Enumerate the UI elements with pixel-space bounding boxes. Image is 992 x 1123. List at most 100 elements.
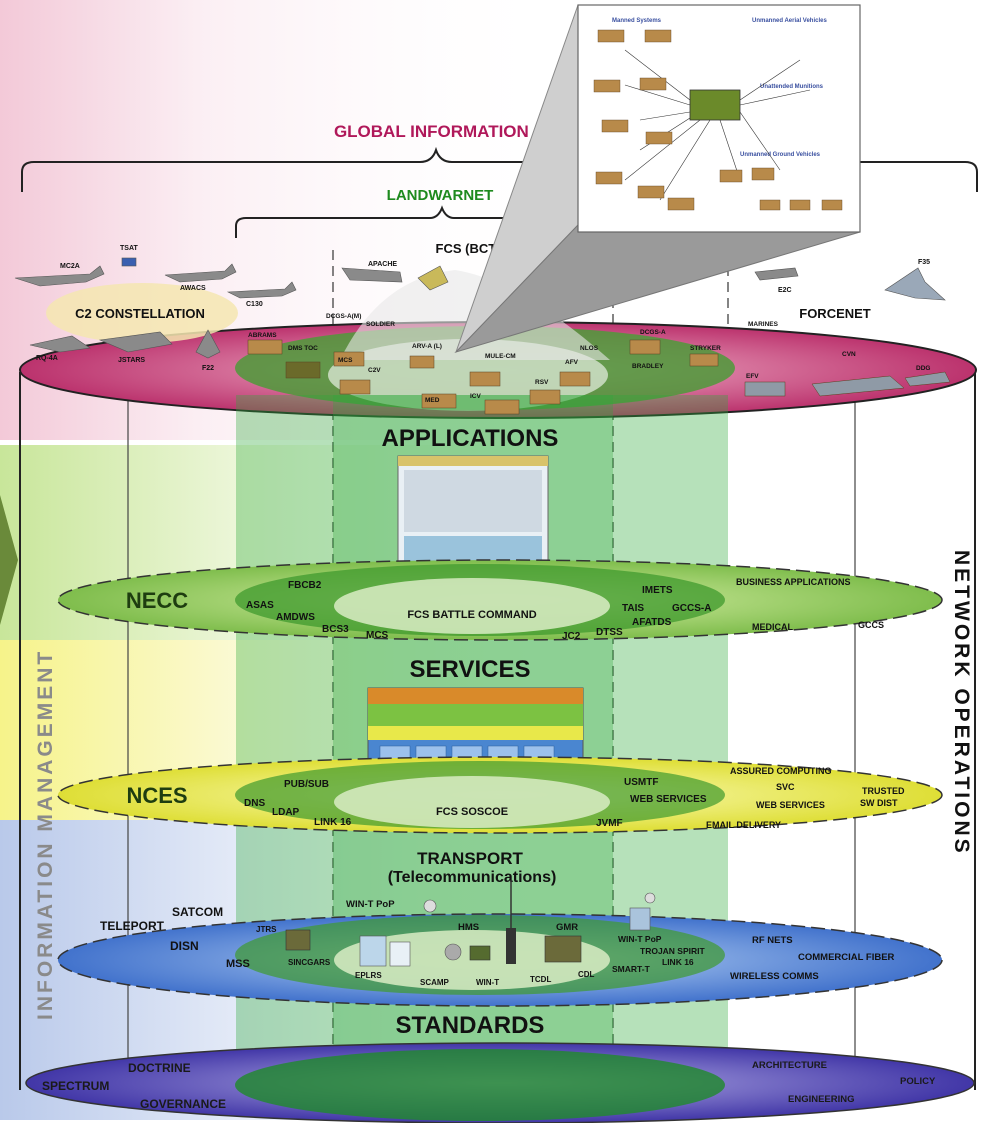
- transport-inner-item: CDL: [578, 970, 595, 979]
- necc-outer-item: MEDICAL: [752, 622, 793, 632]
- network-operations-label: NETWORK OPERATIONS: [950, 550, 973, 856]
- air-label: F35: [918, 259, 930, 266]
- e2c-aircraft-icon: [754, 267, 799, 281]
- inset-vehicle-icon: [597, 29, 625, 43]
- inset-vehicle-icon: [645, 131, 673, 145]
- ground-label: RSV: [535, 379, 549, 386]
- fcs-battle-command-label: FCS BATTLE COMMAND: [407, 609, 536, 621]
- necc-item: FBCB2: [288, 580, 322, 591]
- transport-inner-item: EPLRS: [355, 971, 382, 980]
- transport-inner-item: LINK 16: [662, 957, 694, 967]
- apache-helicopter-icon: [341, 267, 403, 283]
- nces-item: LDAP: [272, 807, 300, 818]
- air-asset-labels: MC2A TSAT AWACS C130 RQ-4A JSTARS F22 AP…: [36, 245, 930, 372]
- vehicle-icon: [409, 355, 435, 369]
- inset-labels: Manned Systems Unmanned Aerial Vehicles …: [612, 18, 827, 158]
- standards-item: DOCTRINE: [128, 1061, 191, 1075]
- transport-equipment: [285, 880, 656, 967]
- inset-connector-lines: [624, 49, 811, 201]
- necc-outer-item: BUSINESS APPLICATIONS: [736, 577, 851, 587]
- transport-labels: TELEPORT SATCOM DISN MSS WIN-T PoP HMS G…: [100, 899, 895, 987]
- transport-inner-item: SINCGARS: [288, 958, 331, 967]
- transport-inner-item: WIN-T PoP: [618, 934, 662, 944]
- inset-ugv-label: Unmanned Ground Vehicles: [740, 152, 821, 158]
- ground-label: ICV: [470, 393, 482, 400]
- nces-item: LINK 16: [314, 817, 352, 828]
- inset-vehicle-icon: [593, 79, 621, 93]
- forcenet-label: FORCENET: [799, 306, 871, 321]
- air-label: E2C: [778, 287, 792, 294]
- transport-inner-item: HMS: [458, 922, 479, 933]
- ddg-ship-icon: [904, 371, 951, 387]
- nces-outer-item: EMAIL DELIVERY: [706, 820, 781, 830]
- ground-label: MARINES: [748, 321, 779, 328]
- transport-inner-item: SCAMP: [420, 978, 450, 987]
- c2-constellation-cloud: [46, 283, 238, 343]
- transport-outer-item: MSS: [226, 958, 250, 970]
- air-label: RQ-4A: [36, 355, 58, 362]
- jtrs-radio-icon: [285, 929, 311, 951]
- hms-device-icon: [469, 945, 491, 961]
- necc-item: GCCS-A: [672, 603, 711, 614]
- nces-item: DNS: [244, 798, 265, 809]
- ground-vehicles-group: [247, 339, 951, 415]
- tsat-satellite-icon: [121, 257, 137, 267]
- soscoe-green-band: [368, 704, 583, 726]
- inset-vehicle-icon: [644, 29, 672, 43]
- efv-icon: [744, 381, 786, 397]
- vehicle-icon: [629, 339, 661, 355]
- standards-item: POLICY: [900, 1076, 936, 1087]
- gmr-radio-icon: [544, 935, 582, 963]
- air-label: AWACS: [180, 285, 206, 292]
- necc-item: TAIS: [622, 603, 644, 614]
- necc-items: FBCB2 ASAS AMDWS BCS3 MCS IMETS TAIS GCC…: [246, 577, 884, 642]
- vehicle-icon: [469, 371, 501, 387]
- necc-outer-item: GCCS: [858, 620, 884, 630]
- standards-item: ARCHITECTURE: [752, 1060, 827, 1071]
- ground-label: AFV: [565, 359, 579, 366]
- fcs-bct-label: FCS (BCT): [436, 241, 501, 256]
- nces-item: JVMF: [596, 818, 623, 829]
- transport-outer-item: SATCOM: [172, 905, 223, 919]
- screen-panel: [404, 470, 542, 532]
- ground-label: SOLDIER: [366, 321, 395, 328]
- standards-landwarnet-disk: [235, 1049, 725, 1121]
- awacs-aircraft-icon: [164, 263, 237, 283]
- necc-item: MCS: [366, 630, 389, 641]
- terminal-icon: [389, 941, 411, 967]
- ground-label: MED: [425, 397, 440, 404]
- necc-item: DTSS: [596, 627, 623, 638]
- transport-inner-item: GMR: [556, 922, 578, 933]
- c130-aircraft-icon: [226, 281, 297, 299]
- c2-constellation-label: C2 CONSTELLATION: [75, 306, 205, 321]
- ground-label: MULE-CM: [485, 353, 516, 360]
- ground-label: ABRAMS: [248, 332, 277, 339]
- necc-item: AFATDS: [632, 617, 672, 628]
- vehicle-icon: [529, 389, 561, 405]
- inset-vehicle-icon: [719, 169, 743, 183]
- transport-inner-item: JTRS: [256, 925, 277, 934]
- inset-vehicle-icon: [595, 171, 623, 185]
- f35-aircraft-icon: [884, 267, 946, 301]
- services-title: SERVICES: [410, 656, 531, 683]
- transport-outer-item: DISN: [170, 939, 199, 953]
- soscoe-yellow-band: [368, 726, 583, 740]
- air-assets-group: [14, 257, 946, 359]
- inset-vehicle-icon: [759, 199, 781, 211]
- inset-ugs-label: Unattended Munitions: [760, 84, 824, 90]
- applications-title: APPLICATIONS: [382, 425, 559, 452]
- hms-radio-icon: [444, 943, 462, 961]
- ground-label: ARV-A (L): [412, 343, 442, 350]
- air-label: APACHE: [368, 261, 397, 268]
- landwarnet-title: LANDWARNET: [387, 187, 494, 204]
- ground-asset-labels: ABRAMS DMS TOC DCGS-A(M) SOLDIER MCS C2V…: [248, 313, 930, 404]
- f22-aircraft-icon: [195, 329, 221, 359]
- rq4a-aircraft-icon: [29, 335, 91, 353]
- inset-vehicle-icon: [751, 167, 775, 181]
- mc2a-aircraft-icon: [14, 265, 105, 287]
- necc-item: AMDWS: [276, 612, 315, 623]
- air-label: F22: [202, 365, 214, 372]
- ground-label: DDG: [916, 365, 930, 372]
